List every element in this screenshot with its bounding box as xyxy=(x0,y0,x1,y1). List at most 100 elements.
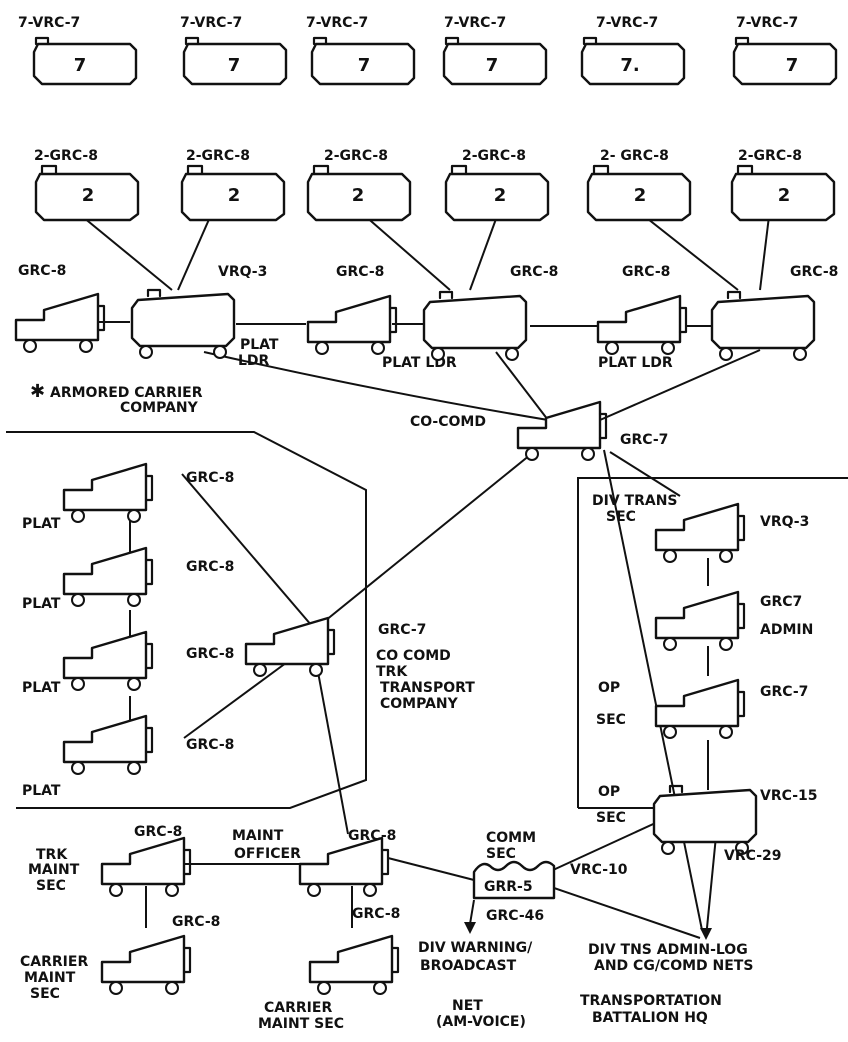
radio-label: GRC-7 xyxy=(378,622,426,638)
section-label: OP xyxy=(598,784,620,800)
section-label: CARRIER xyxy=(264,1000,332,1016)
radio-label: GRC-8 xyxy=(336,264,384,280)
radio-label: GRC-8 xyxy=(352,906,400,922)
carrier-grc8-3: 2-GRC-8 2 xyxy=(308,148,410,220)
radio-label: VRQ-3 xyxy=(760,514,809,530)
carrier-count: 2 xyxy=(352,185,365,206)
carrier-label: 2- GRC-8 xyxy=(600,148,669,164)
carrier-label: 2-GRC-8 xyxy=(738,148,802,164)
carrier-label: 7-VRC-7 xyxy=(736,15,798,31)
carrier-vrc7-1: 7-VRC-7 7 xyxy=(18,15,136,84)
truck-icon xyxy=(64,632,152,690)
carrier-count: 7 xyxy=(358,55,371,76)
carrier-count: 2 xyxy=(82,185,95,206)
section-label: SEC xyxy=(30,986,60,1002)
top-row-carriers: 7-VRC-7 7 7-VRC-7 7 7-VRC-7 7 7-VRC-7 7 … xyxy=(18,15,836,84)
radio-label: GRC-8 xyxy=(186,737,234,753)
radio-label: GRC-8 xyxy=(186,470,234,486)
radio-label: GRC7 xyxy=(760,594,802,610)
co-comd-label: TRK xyxy=(376,664,408,680)
section-label: COMM xyxy=(486,830,536,846)
carrier-label: 7-VRC-7 xyxy=(306,15,368,31)
company-title: TRANSPORT xyxy=(380,680,475,696)
section-label: SEC xyxy=(36,878,66,894)
truck-icon xyxy=(598,296,686,354)
truck-icon xyxy=(310,936,398,994)
carrier-label: 7-VRC-7 xyxy=(18,15,80,31)
co-comd-label: CO COMD xyxy=(376,648,451,664)
truck-icon xyxy=(518,402,606,460)
radio-label: GRC-8 xyxy=(790,264,838,280)
carrier-count: 2 xyxy=(228,185,241,206)
radio-label: GRC-8 xyxy=(18,263,66,279)
truck-icon xyxy=(656,504,744,562)
radio-label: GRC-8 xyxy=(134,824,182,840)
net-label: NET xyxy=(452,998,483,1014)
carrier-count: 2 xyxy=(778,185,791,206)
carrier-count: 7. xyxy=(620,55,639,76)
second-row-carriers: 2-GRC-8 2 2-GRC-8 2 2-GRC-8 2 2-GRC-8 2 … xyxy=(34,148,834,220)
company-title: COMPANY xyxy=(120,400,199,416)
net-label: DIV WARNING/ xyxy=(418,940,533,956)
carrier-count: 2 xyxy=(494,185,507,206)
plat-ldr-label: LDR xyxy=(238,353,270,369)
plat-label: PLAT xyxy=(22,680,61,696)
truck-icon xyxy=(308,296,396,354)
plat-label: PLAT xyxy=(22,783,61,799)
truck-icon xyxy=(64,548,152,606)
section-label: OFFICER xyxy=(234,846,301,862)
battalion-title: TRANSPORTATION xyxy=(580,993,722,1009)
co-comd-label: CO-COMD xyxy=(410,414,486,430)
truck-icon xyxy=(656,592,744,650)
truck-icon xyxy=(656,680,744,738)
carrier-vrc7-3: 7-VRC-7 7 xyxy=(306,15,414,84)
section-label: SEC xyxy=(596,712,626,728)
radio-label: GRC-46 xyxy=(486,908,544,924)
plat-label: PLAT xyxy=(22,516,61,532)
carrier-icon xyxy=(712,292,814,360)
carrier-vrc7-2: 7-VRC-7 7 xyxy=(180,15,286,84)
plat-ldr-label: PLAT xyxy=(240,337,279,353)
carrier-icon xyxy=(424,292,526,360)
carrier-count: 7 xyxy=(786,55,799,76)
truck-icon xyxy=(102,936,190,994)
carrier-label: 2-GRC-8 xyxy=(462,148,526,164)
section-label: CARRIER xyxy=(20,954,88,970)
section-label: MAINT xyxy=(24,970,76,986)
section-label: SEC xyxy=(486,846,516,862)
radio-label: GRC-8 xyxy=(172,914,220,930)
section-label: MAINT xyxy=(232,828,284,844)
net-label: BROADCAST xyxy=(420,958,517,974)
plat-ldr-label: PLAT LDR xyxy=(598,355,673,371)
carrier-grc8-5: 2- GRC-8 2 xyxy=(588,148,690,220)
radio-label: GRC-7 xyxy=(760,684,808,700)
carrier-count: 7 xyxy=(228,55,241,76)
section-label: MAINT xyxy=(28,862,80,878)
radio-label: VRQ-3 xyxy=(218,264,267,280)
section-label: MAINT SEC xyxy=(258,1016,344,1032)
carrier-vrc7-4: 7-VRC-7 7 xyxy=(444,15,546,84)
maintenance-section: GRC-8 TRK MAINT SEC GRC-8 CARRIER MAINT … xyxy=(20,824,400,1032)
radio-label: GRC-7 xyxy=(620,432,668,448)
net-label: AND CG/COMD NETS xyxy=(594,958,753,974)
radio-label: VRC-29 xyxy=(724,848,782,864)
carrier-grc8-4: 2-GRC-8 2 xyxy=(446,148,548,220)
carrier-label: 7-VRC-7 xyxy=(180,15,242,31)
radio-label: GRC-8 xyxy=(186,559,234,575)
truck-icon xyxy=(64,716,152,774)
armored-carrier-company: GRC-8 VRQ-3 PLAT LDR GRC-8 PLAT LDR GRC-… xyxy=(16,263,838,460)
plat-ldr-label: PLAT LDR xyxy=(382,355,457,371)
section-label: TRK xyxy=(36,847,68,863)
company-title: COMPANY xyxy=(380,696,459,712)
carrier-count: 7 xyxy=(74,55,87,76)
carrier-label: 2-GRC-8 xyxy=(34,148,98,164)
carrier-icon xyxy=(654,786,756,854)
carrier-count: 7 xyxy=(486,55,499,76)
radio-label: VRC-15 xyxy=(760,788,818,804)
carrier-vrc7-6: 7-VRC-7 7 xyxy=(734,15,836,84)
truck-icon xyxy=(300,838,388,896)
truck-transport-company: GRC-8 PLAT GRC-8 PLAT GRC-8 PLAT GRC-8 P… xyxy=(22,464,475,799)
asterisk-icon: ✱ xyxy=(30,381,45,402)
section-label: SEC xyxy=(606,509,636,525)
